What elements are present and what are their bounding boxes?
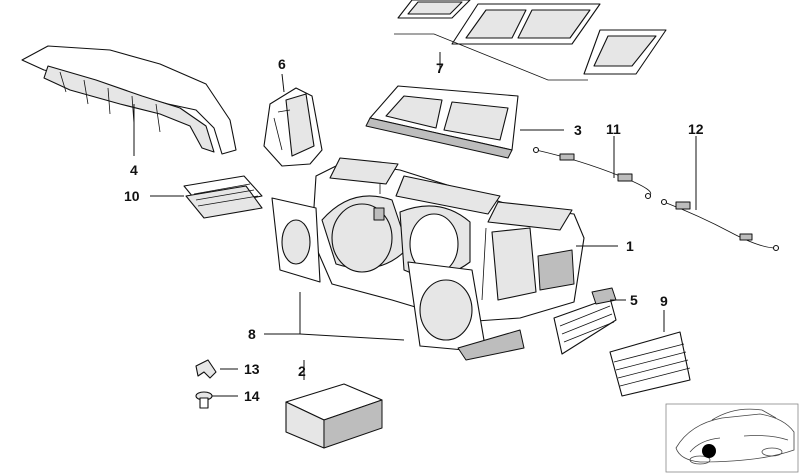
callout-13: 13 (244, 361, 260, 377)
callout-10: 10 (124, 188, 140, 204)
location-marker (702, 444, 716, 458)
callout-6: 6 (278, 56, 286, 72)
part-13-clip[interactable] (195, 359, 217, 379)
part-4-air-duct[interactable] (21, 45, 237, 155)
callout-4: 4 (130, 162, 138, 178)
part-7-filter-frames[interactable] (394, 0, 667, 81)
callout-8: 8 (248, 326, 256, 342)
part-11-control-cable[interactable] (532, 146, 652, 200)
callout-2: 2 (298, 363, 306, 379)
part-8-blower-flange-left[interactable] (271, 197, 321, 283)
vehicle-locator-thumbnail (665, 403, 799, 473)
callout-14: 14 (244, 388, 260, 404)
part-3-filter-frame[interactable] (365, 85, 519, 159)
part-14-screw[interactable] (195, 391, 213, 409)
leader-lines (133, 52, 697, 397)
part-9-grille[interactable] (609, 331, 691, 397)
callout-7: 7 (436, 60, 444, 76)
part-12-control-cable[interactable] (660, 198, 780, 252)
callout-3: 3 (574, 122, 582, 138)
part-8-blower-flange-right[interactable] (407, 261, 525, 361)
callout-11: 11 (606, 121, 621, 137)
callout-9: 9 (660, 293, 668, 309)
part-10-air-grille[interactable] (183, 175, 263, 219)
part-6-side-cover[interactable] (263, 87, 323, 167)
callout-1: 1 (626, 238, 634, 254)
callout-12: 12 (688, 121, 704, 137)
callout-5: 5 (630, 292, 638, 308)
part-1-heater-housing[interactable] (311, 157, 585, 323)
part-5-grille[interactable] (553, 287, 617, 355)
part-2-insulation-block[interactable] (285, 383, 383, 449)
